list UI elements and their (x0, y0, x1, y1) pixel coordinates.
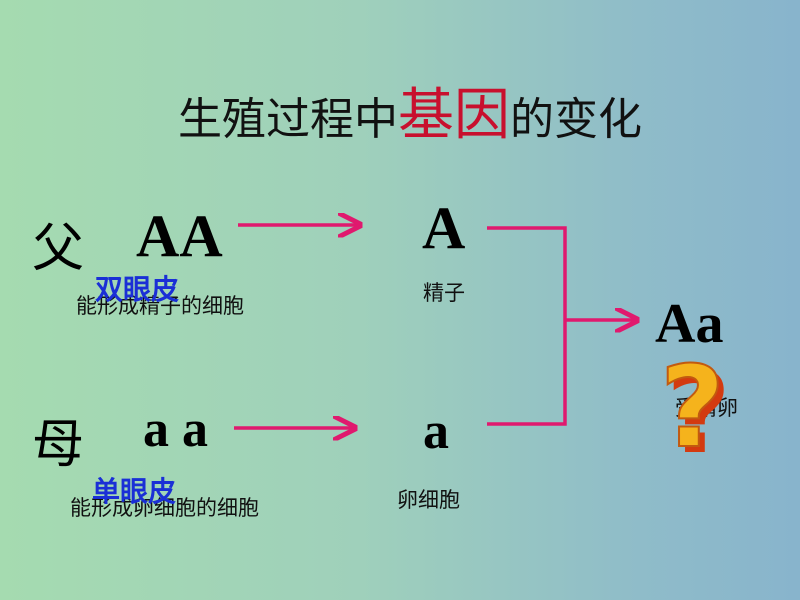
question-mark-icon: ? ? (636, 342, 746, 479)
mother-genotype: a a (143, 401, 208, 458)
gamete-merge-bracket (487, 226, 567, 426)
zygote-genotype: Aa (655, 293, 724, 355)
question-mark-face: ? (660, 352, 725, 462)
father-cell-desc: 能形成精子的细胞 (76, 294, 244, 318)
sperm-allele: A (422, 195, 466, 261)
slide-title: 生殖过程中基因的变化 (178, 70, 642, 151)
egg-allele: a (423, 403, 449, 460)
sperm-label: 精子 (423, 281, 465, 305)
title-part-2: 的变化 (510, 94, 642, 145)
mother-label: 母 (32, 415, 85, 475)
father-trait: 双眼皮 (95, 273, 180, 306)
mother-trait: 单眼皮 (92, 475, 177, 508)
father-label: 父 (32, 219, 85, 279)
mother-cell-desc: 能形成卵细胞的细胞 (70, 496, 259, 520)
egg-label: 卵细胞 (397, 488, 460, 512)
question-mark-shadow: ? (666, 352, 731, 462)
zygote-label: 受精卵 (675, 396, 738, 420)
father-genotype: AA (136, 203, 223, 269)
title-part-1: 生殖过程中 (178, 94, 398, 145)
title-highlight: 基因 (398, 83, 510, 148)
